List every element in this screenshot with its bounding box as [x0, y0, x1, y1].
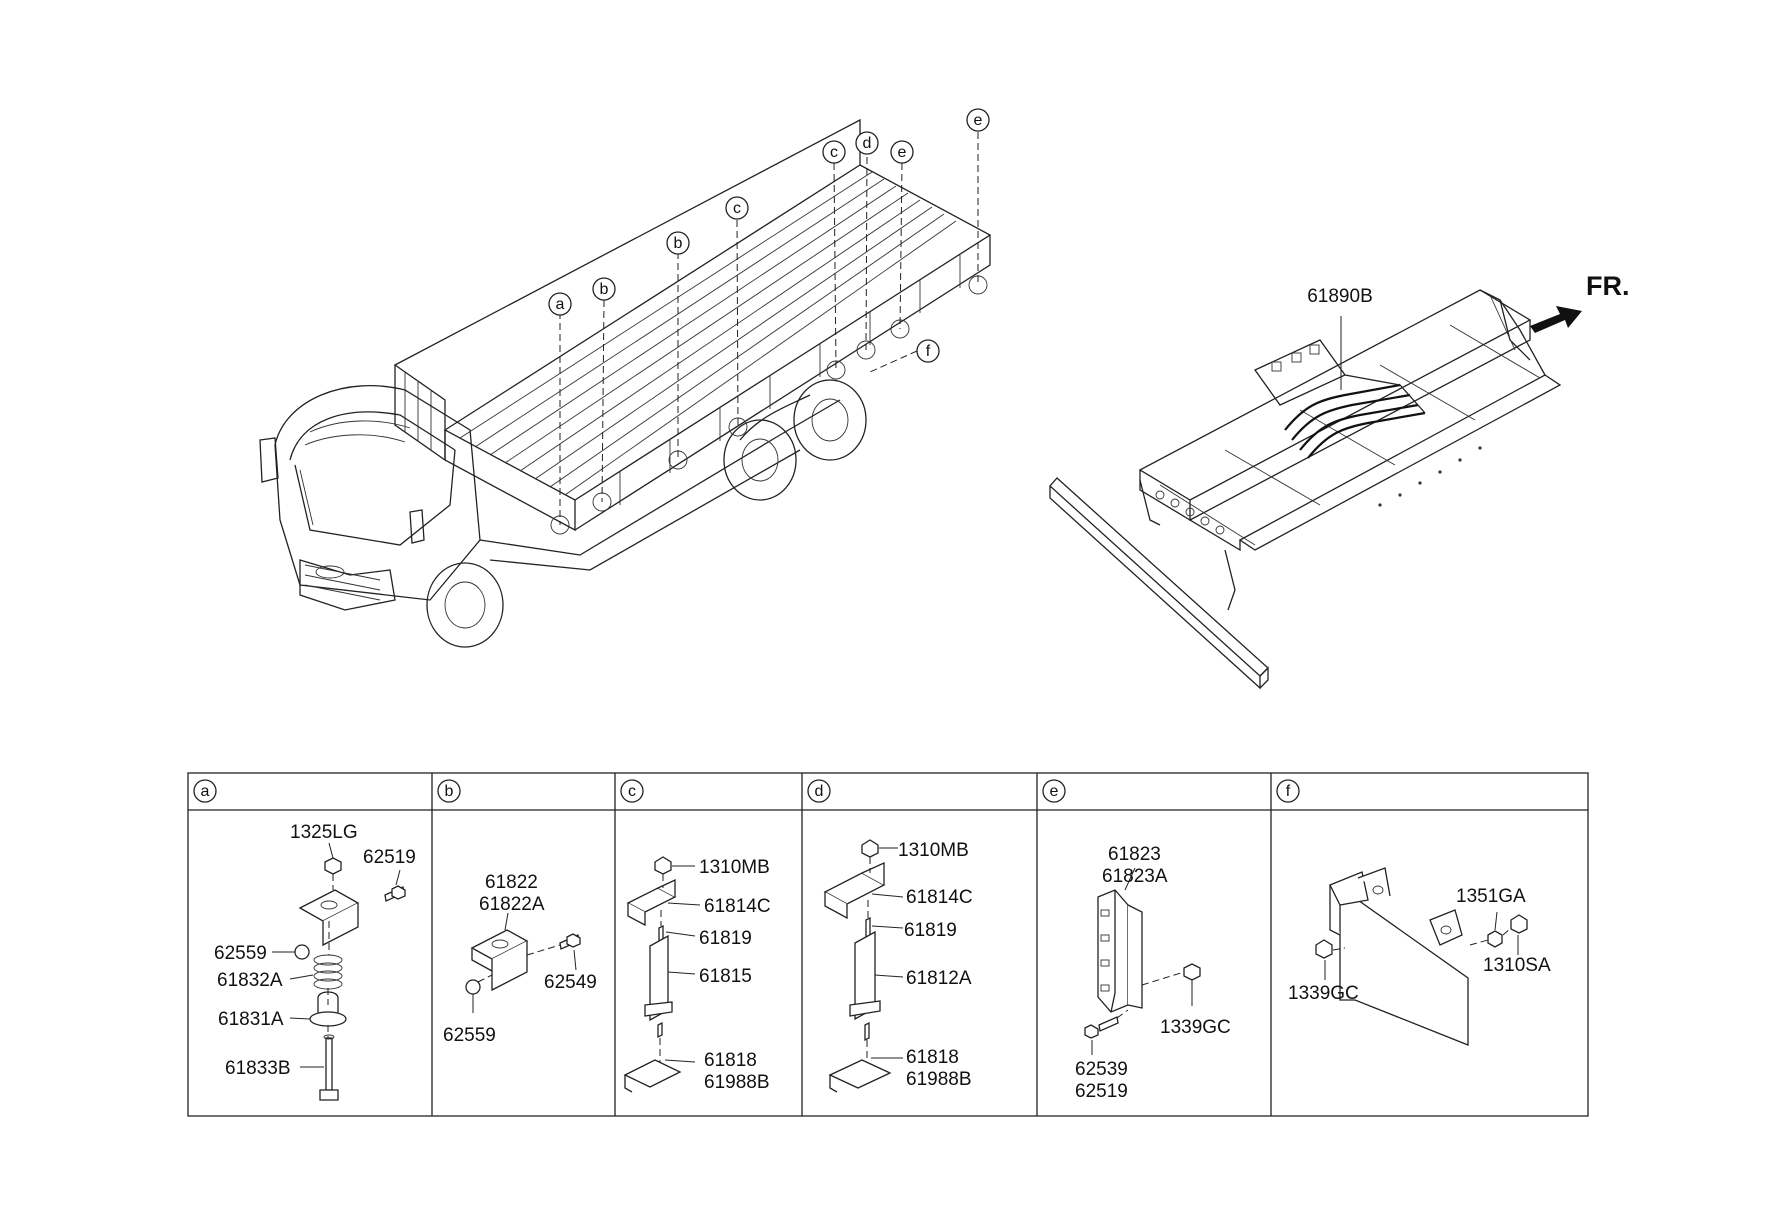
callout-e: e: [966, 108, 990, 132]
panel-header-d: d: [807, 779, 831, 803]
panel-header-e: e: [1042, 779, 1066, 803]
label-61988B: 61988B: [906, 1069, 972, 1090]
panel-a-parts: [272, 842, 406, 1101]
callout-c: c: [822, 140, 846, 164]
label-1310MB: 1310MB: [699, 857, 770, 878]
label-61819: 61819: [699, 928, 752, 949]
callout-b: b: [592, 277, 616, 301]
svg-text:e: e: [974, 112, 983, 129]
svg-text:d: d: [815, 783, 824, 800]
panel-header-c: c: [620, 779, 644, 803]
callout-f: f: [916, 339, 940, 363]
svg-text:f: f: [926, 343, 931, 360]
svg-text:c: c: [733, 200, 741, 217]
label-62519: 62519: [1075, 1081, 1128, 1102]
panel-b-parts: [465, 912, 581, 1013]
svg-text:b: b: [445, 783, 454, 800]
callout-c: c: [725, 196, 749, 220]
panel-header-f: f: [1276, 779, 1300, 803]
label-61815: 61815: [699, 966, 752, 987]
svg-text:d: d: [863, 135, 872, 152]
label-1339GC: 1339GC: [1160, 1017, 1231, 1038]
label-62559: 62559: [443, 1025, 496, 1046]
frame-illustration: [1049, 289, 1582, 690]
callout-e: e: [890, 140, 914, 164]
callout-d: d: [855, 131, 879, 155]
panel-d-parts: [823, 839, 904, 1093]
label-61831A: 61831A: [218, 1009, 284, 1030]
panel-e-parts: [1084, 867, 1201, 1055]
label-1310MB: 1310MB: [898, 840, 969, 861]
label-61822A: 61822A: [479, 894, 545, 915]
label-62539: 62539: [1075, 1059, 1128, 1080]
truck-illustration: [259, 118, 992, 648]
svg-text:c: c: [830, 144, 838, 161]
label-61823A: 61823A: [1102, 866, 1168, 887]
parts-table: [187, 772, 1589, 1117]
label-62549: 62549: [544, 972, 597, 993]
panel-c-parts: [623, 856, 701, 1093]
front-arrow-icon: [1530, 306, 1582, 333]
label-61818: 61818: [704, 1050, 757, 1071]
svg-text:b: b: [600, 281, 609, 298]
svg-text:a: a: [556, 296, 565, 313]
label-61814C: 61814C: [704, 896, 771, 917]
label-1325LG: 1325LG: [290, 822, 358, 843]
svg-text:c: c: [628, 783, 636, 800]
callout-b: b: [666, 231, 690, 255]
frame-part-label: 61890B: [1307, 286, 1373, 307]
label-1310SA: 1310SA: [1483, 955, 1551, 976]
label-61823: 61823: [1108, 844, 1161, 865]
svg-text:a: a: [201, 783, 210, 800]
label-61988B: 61988B: [704, 1072, 770, 1093]
label-61822: 61822: [485, 872, 538, 893]
panel-header-b: b: [437, 779, 461, 803]
label-61833B: 61833B: [225, 1058, 291, 1079]
label-61812A: 61812A: [906, 968, 972, 989]
svg-text:e: e: [898, 144, 907, 161]
front-direction-label: FR.: [1586, 271, 1630, 301]
label-61832A: 61832A: [217, 970, 283, 991]
svg-text:b: b: [674, 235, 683, 252]
label-62519: 62519: [363, 847, 416, 868]
svg-text:e: e: [1050, 783, 1059, 800]
label-61814C: 61814C: [906, 887, 973, 908]
label-1339GC: 1339GC: [1288, 983, 1359, 1004]
label-61819: 61819: [904, 920, 957, 941]
truck-callouts: a b b c c d e e f: [548, 108, 990, 363]
label-62559: 62559: [214, 943, 267, 964]
panel-header-a: a: [193, 779, 217, 803]
panel-f-parts: [1315, 867, 1528, 1046]
label-61818: 61818: [906, 1047, 959, 1068]
callout-a: a: [548, 292, 572, 316]
label-1351GA: 1351GA: [1456, 886, 1526, 907]
svg-text:f: f: [1286, 783, 1291, 800]
